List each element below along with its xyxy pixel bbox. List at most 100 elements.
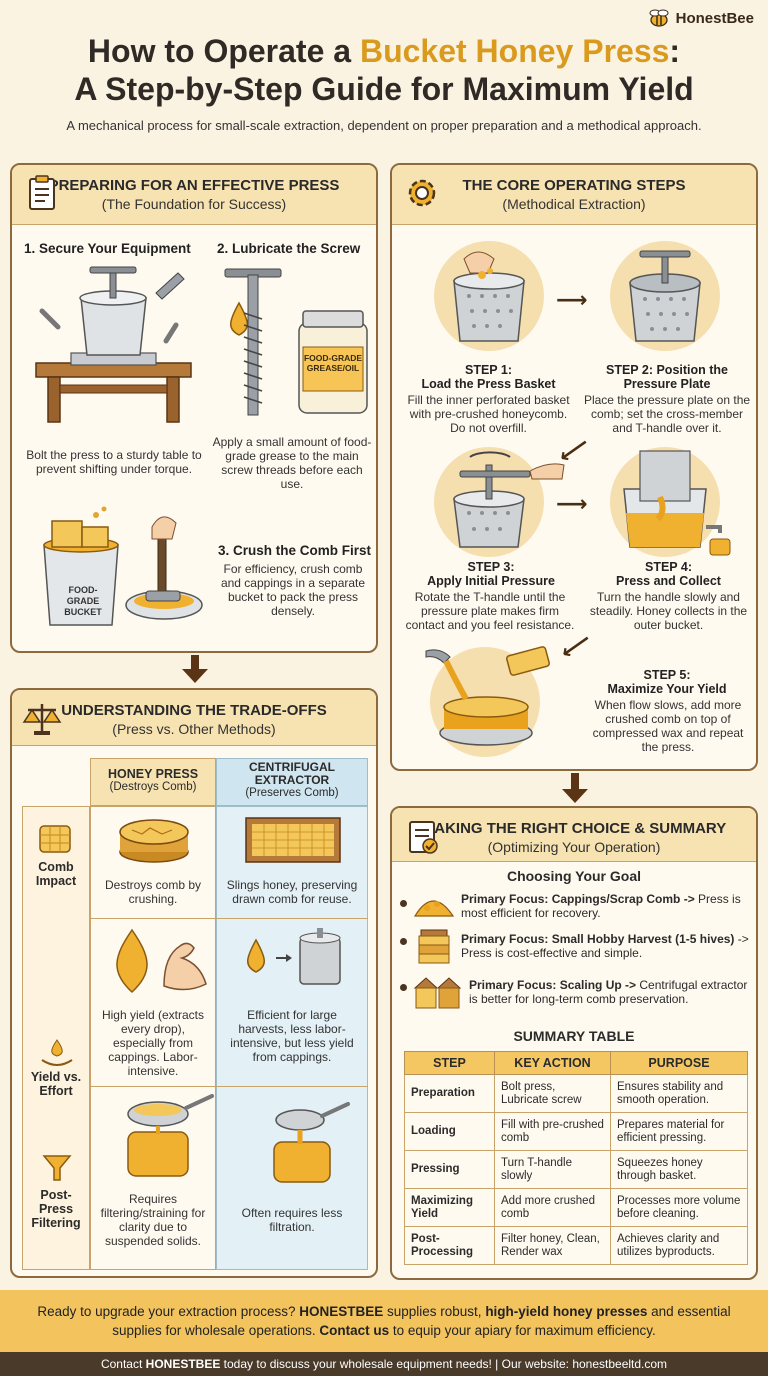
prep-header: PREPARING FOR AN EFFECTIVE PRESS (The Fo… — [12, 165, 376, 225]
goal-title: Choosing Your Goal — [506, 868, 642, 884]
maximize-yield-icon — [425, 646, 550, 746]
arrow-down-icon-2 — [562, 773, 588, 803]
step1-name: Load the Press Basket — [421, 377, 556, 391]
footer-brand: HONESTBEE — [145, 1357, 221, 1371]
crushed-comb-bucket-icon — [43, 506, 203, 626]
cappings-pile-icon — [413, 900, 455, 917]
bullet — [400, 900, 407, 907]
core-header: THE CORE OPERATING STEPS (Methodical Ext… — [392, 165, 756, 225]
row-label-yield-effort: Yield vs. Effort — [30, 1070, 82, 1098]
footer-website-link[interactable]: today to discuss your wholesale equipmen… — [220, 1357, 668, 1371]
step4-num: STEP 4: — [644, 560, 692, 574]
goal3-bold: Primary Focus: Scaling Up -> — [469, 978, 637, 992]
step2-name: Pressure Plate — [623, 377, 711, 391]
cta-text: and essential supplies for wholesale ope… — [112, 1304, 731, 1338]
extractor-filter-text: Often requires less filtration. — [241, 1206, 343, 1234]
table-cell: Achieves clarity and utilizes byproducts… — [610, 1226, 748, 1265]
checklist-icon — [409, 821, 438, 854]
choice-title: MAKING THE RIGHT CHOICE & SUMMARY — [421, 820, 727, 837]
table-cell: Loading — [404, 1112, 495, 1151]
step5-text: When flow slows, add more crushed comb o… — [592, 698, 744, 754]
step4-heading: STEP 4:Press and Collect — [586, 560, 751, 588]
bee-icon — [649, 9, 669, 27]
row-label-post-filter: Post-Press Filtering — [31, 1188, 81, 1230]
step2-num: STEP 2: Position the — [605, 363, 728, 377]
apply-pressure-icon — [453, 451, 565, 548]
step3-text: Rotate the T-handle until the pressure p… — [405, 590, 575, 632]
extractor-machine-icon — [247, 928, 341, 985]
beehive-icon — [418, 929, 450, 964]
comb-frame-icon — [245, 817, 341, 863]
table-row: Post-Processing Filter honey, Clean, Ren… — [404, 1226, 748, 1265]
bullet — [400, 984, 407, 991]
clipboard-icon — [29, 175, 55, 210]
crushed-comb-cake-icon — [119, 819, 189, 863]
tradeoffs-header: UNDERSTANDING THE TRADE-OFFS (Press vs. … — [12, 690, 376, 746]
table-cell: Squeezes honey through basket. — [610, 1150, 748, 1189]
strainer-jar-icon — [127, 1094, 214, 1177]
press-col-title: HONEY PRESS — [107, 767, 199, 781]
extractor-col-title: CENTRIFUGAL EXTRACTOR — [249, 760, 335, 787]
press-on-table-icon — [35, 266, 192, 423]
table-row: Loading Fill with pre-crushed comb Prepa… — [404, 1112, 748, 1151]
title-pre: How to Operate a — [87, 33, 360, 69]
pressure-plate-icon — [629, 250, 701, 342]
goal2-bold: Primary Focus: Small Hobby Harvest (1-5 … — [461, 932, 735, 946]
row-label-comb-impact: Comb Impact — [35, 860, 77, 888]
table-cell: Add more crushed comb — [494, 1188, 611, 1227]
table-cell: Maximizing Yield — [404, 1188, 495, 1227]
step2-text: Place the pressure plate on the comb; se… — [583, 393, 751, 435]
cta-text: supplies robust, — [383, 1304, 486, 1319]
table-cell: Bolt press, Lubricate screw — [494, 1074, 611, 1113]
step3-heading: STEP 3:Apply Initial Pressure — [406, 560, 576, 588]
step1-text: Fill the inner perforated basket with pr… — [407, 393, 570, 435]
goal3-rest: Centrifugal extractor is better for long… — [469, 978, 748, 1006]
choice-panel: MAKING THE RIGHT CHOICE & SUMMARY (Optim… — [390, 806, 758, 1280]
step5-num: STEP 5: — [643, 668, 691, 682]
prep-step2-text: Apply a small amount of food-grade greas… — [212, 435, 372, 491]
summary-col-step: STEP — [404, 1051, 495, 1075]
prep-step1-title: 1. Secure Your Equipment — [24, 241, 191, 256]
row-label-column — [22, 806, 90, 1270]
balance-scale-icon — [22, 704, 62, 735]
core-subtitle: (Methodical Extraction) — [502, 196, 646, 212]
summary-header-row: STEP KEY ACTION PURPOSE — [404, 1051, 748, 1075]
tradeoffs-panel: UNDERSTANDING THE TRADE-OFFS (Press vs. … — [10, 688, 378, 1278]
cta-text: Ready to upgrade your extraction process… — [37, 1304, 300, 1319]
table-cell: Filter honey, Clean, Render wax — [494, 1226, 611, 1265]
row-divider — [90, 918, 368, 919]
extractor-column-header: CENTRIFUGAL EXTRACTOR (Preserves Comb) — [216, 758, 368, 806]
step4-name: Press and Collect — [616, 574, 721, 588]
title-highlight: Bucket Honey Press — [359, 33, 670, 69]
arrow-down-icon — [182, 655, 208, 683]
table-cell: Fill with pre-crushed comb — [494, 1112, 611, 1151]
brand-logo: HonestBee — [646, 8, 754, 28]
arrow-right-icon: ⟶ — [556, 287, 588, 312]
table-row: Maximizing Yield Add more crushed comb P… — [404, 1188, 748, 1227]
tradeoffs-title: UNDERSTANDING THE TRADE-OFFS — [61, 702, 327, 719]
prep-panel: PREPARING FOR AN EFFECTIVE PRESS (The Fo… — [10, 163, 378, 653]
step1-num: STEP 1: — [464, 363, 512, 377]
title-post: : — [669, 33, 681, 69]
table-cell: Preparation — [404, 1074, 495, 1113]
prep-step2-title: 2. Lubricate the Screw — [217, 241, 361, 256]
cta-contact-link[interactable]: Contact us — [319, 1323, 390, 1338]
bucket-label: FOOD-GRADE BUCKET — [64, 585, 102, 617]
extractor-comb-impact-text: Slings honey, preserving drawn comb for … — [226, 878, 358, 906]
brand-name: HonestBee — [675, 9, 754, 27]
multiple-hives-icon — [413, 977, 462, 1009]
prep-step3-text: For efficiency, crush comb and cappings … — [220, 562, 366, 618]
page-title: How to Operate a Bucket Honey Press: A S… — [0, 32, 768, 108]
cta-brand: HONESTBEE — [299, 1304, 384, 1319]
footer-bar: Contact HONESTBEE today to discuss your … — [0, 1352, 768, 1376]
cta-highlight: high-yield honey presses — [485, 1304, 648, 1319]
table-cell: Processes more volume before cleaning. — [610, 1188, 748, 1227]
extractor-yield-text: Efficient for large harvests, less labor… — [230, 1008, 354, 1064]
title-line2: A Step-by-Step Guide for Maximum Yield — [74, 71, 694, 107]
cta-text: to equip your apiary for maximum efficie… — [389, 1323, 656, 1338]
step1-heading: STEP 1:Load the Press Basket — [406, 363, 571, 391]
press-column-header: HONEY PRESS (Destroys Comb) — [90, 758, 216, 806]
table-cell: Turn T-handle slowly — [494, 1150, 611, 1189]
goal2-rest: -> Press is cost-effective and simple. — [461, 932, 749, 960]
